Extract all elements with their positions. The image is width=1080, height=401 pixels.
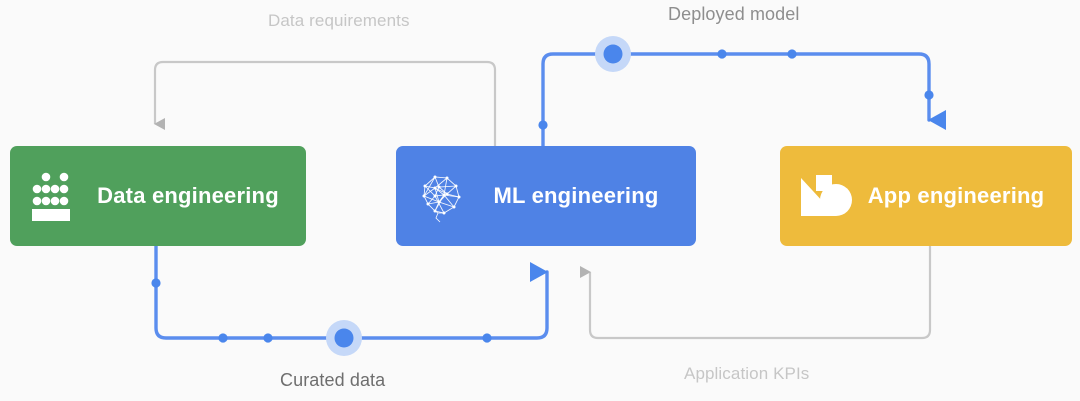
brain-network-icon (410, 165, 472, 227)
edge-node-active[interactable] (334, 328, 354, 348)
edge-node-dot (924, 90, 934, 100)
shapes-icon (794, 165, 856, 227)
edge-node-active[interactable] (603, 44, 623, 64)
node-ml-engineering[interactable]: ML engineering (396, 146, 696, 246)
edge-curated-data (151, 244, 549, 356)
edge-label-application-kpis: Application KPIs (684, 364, 810, 383)
node-label-app-engineering: App engineering (867, 183, 1045, 208)
edge-application-kpis (580, 246, 932, 340)
edge-label-data-requirements: Data requirements (268, 11, 410, 30)
node-app-engineering[interactable]: App engineering (780, 146, 1072, 246)
edge-node-dot (218, 333, 228, 343)
edge-node-dot (538, 120, 548, 130)
data-dots-icon (24, 165, 86, 227)
edge-data-requirements (153, 60, 497, 146)
edge-node-dot (151, 278, 161, 288)
node-data-engineering[interactable]: Data engineering (10, 146, 306, 246)
edge-node-dot (263, 333, 273, 343)
edge-label-deployed-model: Deployed model (668, 4, 800, 24)
edge-node-dot (482, 333, 492, 343)
edge-node-dot (787, 49, 797, 59)
edge-deployed-model (538, 36, 946, 148)
node-label-ml-engineering: ML engineering (493, 183, 659, 208)
edge-label-curated-data: Curated data (280, 370, 386, 390)
edge-node-dot (717, 49, 727, 59)
node-label-data-engineering: Data engineering (97, 183, 279, 208)
